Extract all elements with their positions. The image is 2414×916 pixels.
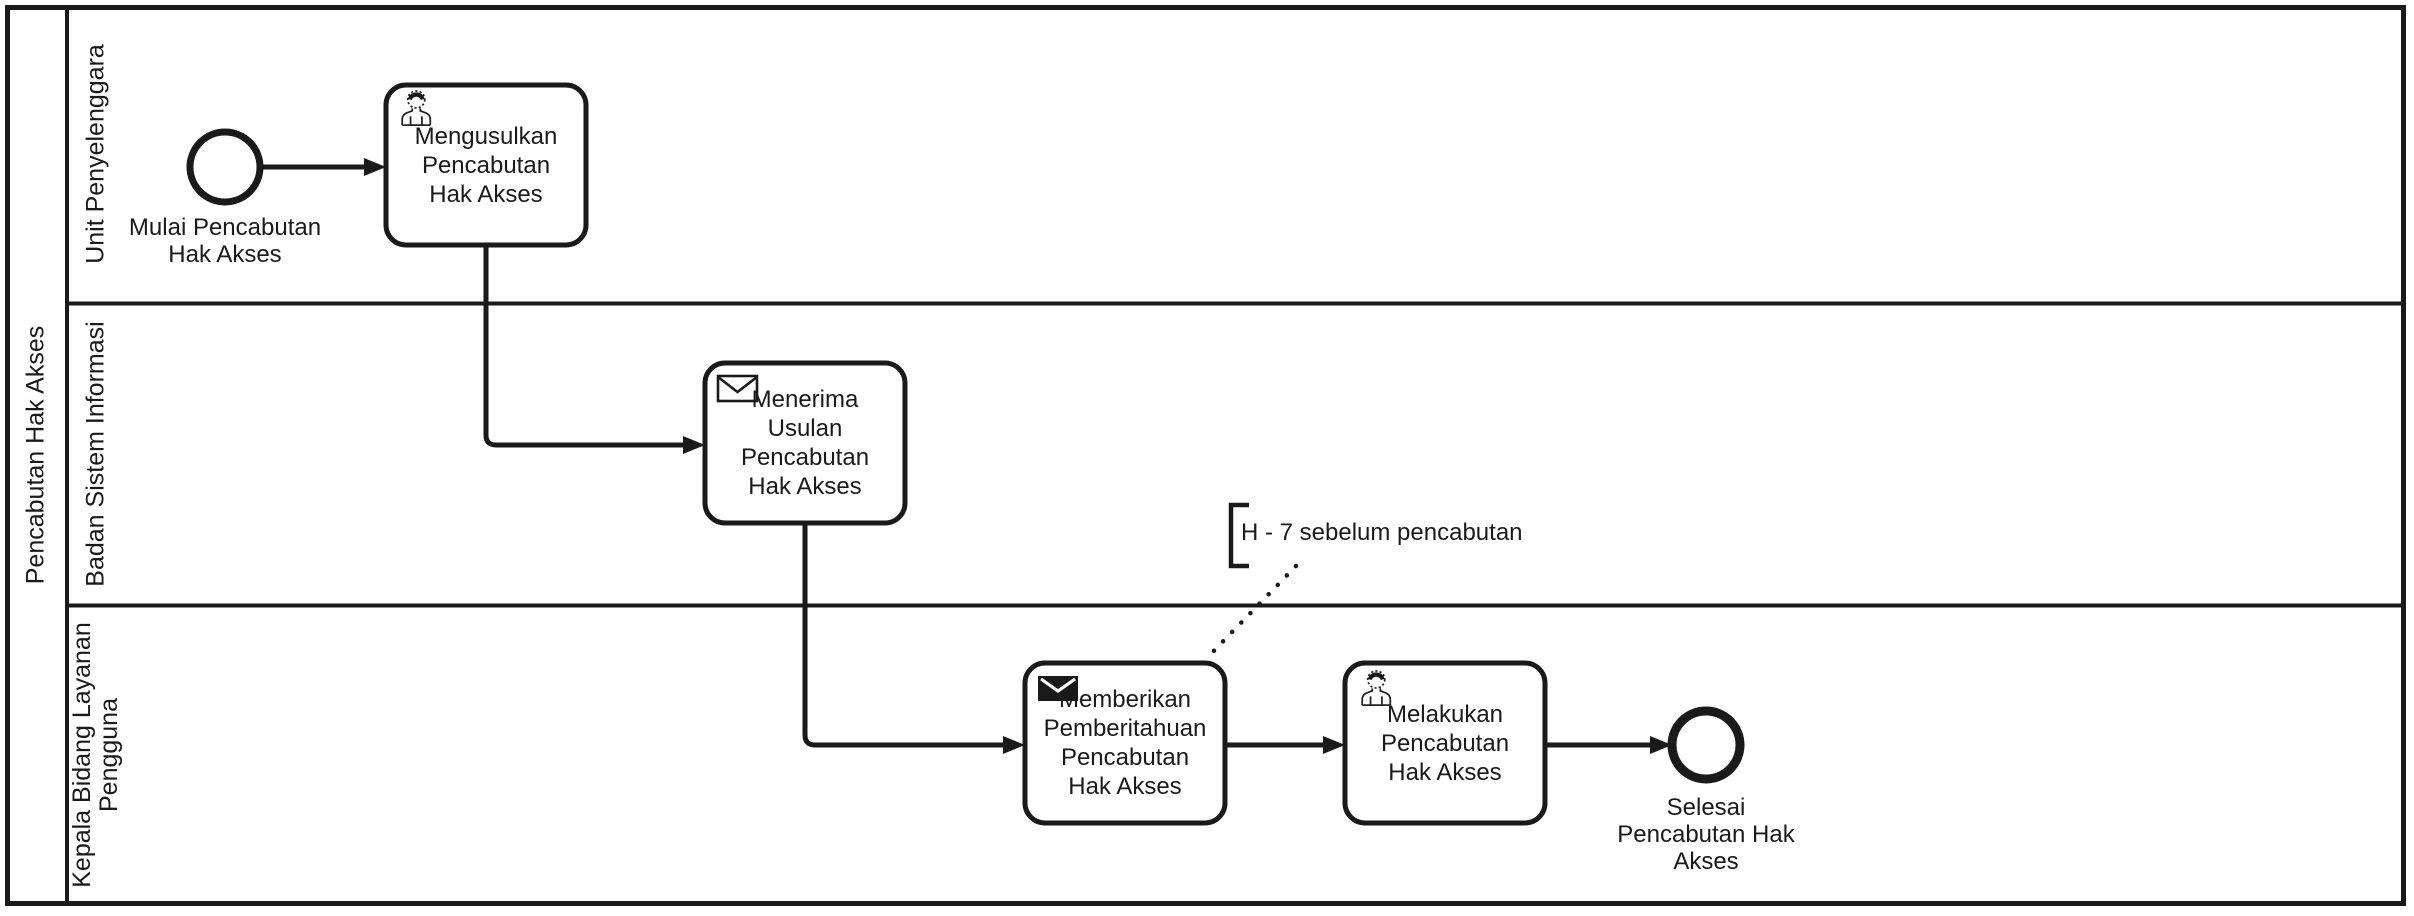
task-memberikan-label: Memberikan Pemberitahuan Pencabutan Hak … [1043,686,1207,800]
user-icon [1361,670,1392,707]
user-icon [401,90,432,127]
task-menerima-label: Menerima Usulan Pencabutan Hak Akses [740,386,870,500]
pool-label: Pencabutan Hak Akses [21,325,50,585]
arrowhead-into-mengusulkan [364,158,386,176]
start-event-label: Mulai Pencabutan Hak Akses [128,214,322,268]
association-dotted-line [1203,563,1299,662]
task-mengusulkan-shape [383,82,589,248]
start-event [186,128,264,206]
arrowheads [364,158,1672,754]
annotation-bracket [1228,502,1249,569]
envelope-outline-icon [716,374,759,403]
lane-label-unit-penyelenggara: Unit Penyelenggara [81,44,110,264]
lane-label-kepala-bidang-layanan-pengguna: Kepala Bidang Layanan Pengguna [68,622,123,888]
end-event [1667,706,1745,784]
task-menerima-shape [702,360,908,526]
arrowhead-into-menerima [683,436,705,454]
sequence-flow-mengusulkan-to-menerima [483,245,683,448]
arrowhead-into-end-event [1650,736,1672,754]
lane-label-badan-sistem-informasi: Badan Sistem Informasi [81,321,110,587]
text-annotation: H - 7 sebelum pencabutan [1241,519,1523,546]
task-melakukan-label: Melakukan Pencabutan Hak Akses [1380,700,1510,786]
end-event-label: Selesai Pencabutan Hak Akses [1617,794,1795,875]
task-melakukan-shape [1342,660,1548,826]
sequence-flows [262,164,1650,748]
arrowhead-into-melakukan [1323,736,1345,754]
task-mengusulkan-label: Mengusulkan Pencabutan Hak Akses [414,122,558,208]
task-memberikan-shape [1022,660,1228,826]
sequence-flow-menerima-to-memberikan [802,523,1003,748]
envelope-filled-icon [1038,676,1078,701]
arrowhead-into-memberikan [1003,736,1025,754]
